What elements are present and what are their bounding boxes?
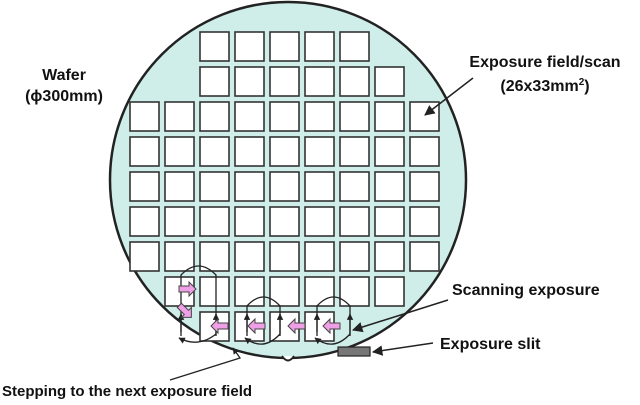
scanning-leader-arrow bbox=[351, 299, 449, 333]
step-arrow-icon bbox=[322, 317, 341, 335]
exposure-field bbox=[304, 171, 335, 202]
exposure-field bbox=[409, 136, 440, 167]
field-title: Exposure field/scan bbox=[469, 54, 620, 71]
exposure-field bbox=[304, 101, 335, 132]
exposure-field bbox=[339, 136, 370, 167]
scan-loop-arrow-icon bbox=[244, 296, 281, 345]
exposure-field bbox=[304, 136, 335, 167]
wafer-size: (ϕ300mm) bbox=[25, 88, 103, 105]
exposure-field bbox=[164, 241, 195, 272]
exposure-field bbox=[409, 206, 440, 237]
field-leader-arrow bbox=[424, 77, 474, 116]
step-arrow-icon bbox=[178, 280, 197, 298]
slit-label: Exposure slit bbox=[440, 336, 541, 353]
exposure-field bbox=[234, 136, 265, 167]
scanning-label: Scanning exposure bbox=[452, 282, 600, 299]
exposure-field bbox=[374, 206, 405, 237]
exposure-field bbox=[234, 66, 265, 97]
exposure-field bbox=[339, 101, 370, 132]
step-arrow-icon bbox=[176, 302, 192, 318]
exposure-field bbox=[199, 136, 230, 167]
exposure-field bbox=[304, 276, 335, 307]
exposure-field bbox=[199, 241, 230, 272]
scan-loop-arrow-icon bbox=[178, 265, 217, 344]
slit-leader-arrow bbox=[371, 342, 434, 356]
exposure-field bbox=[409, 171, 440, 202]
exposure-field bbox=[339, 206, 370, 237]
exposure-field bbox=[269, 66, 300, 97]
step-arrow-icon bbox=[287, 317, 306, 335]
exposure-field bbox=[129, 241, 160, 272]
exposure-field bbox=[234, 101, 265, 132]
exposure-field bbox=[129, 136, 160, 167]
field-size-sup: 2 bbox=[579, 77, 585, 88]
exposure-field bbox=[304, 31, 335, 62]
stepping-label: Stepping to the next exposure field bbox=[2, 383, 252, 400]
field-size-main: (26x33mm bbox=[500, 78, 578, 95]
step-arrow-icon bbox=[247, 317, 266, 335]
exposure-slit-icon bbox=[337, 346, 371, 357]
wafer-notch-icon bbox=[281, 355, 295, 362]
step-arrows bbox=[176, 280, 341, 335]
step-arrow-icon bbox=[210, 317, 229, 335]
exposure-field bbox=[374, 276, 405, 307]
scan-loop-arrows bbox=[177, 265, 354, 345]
exposure-field bbox=[234, 31, 265, 62]
exposure-field bbox=[129, 101, 160, 132]
exposure-field bbox=[269, 171, 300, 202]
scan-loop-arrow-icon bbox=[314, 296, 351, 345]
exposure-field bbox=[339, 171, 370, 202]
exposure-field bbox=[129, 171, 160, 202]
exposure-field bbox=[304, 241, 335, 272]
exposure-field bbox=[339, 241, 370, 272]
exposure-field bbox=[409, 101, 440, 132]
exposure-field bbox=[199, 66, 230, 97]
exposure-field bbox=[374, 171, 405, 202]
exposure-field bbox=[269, 206, 300, 237]
exposure-field bbox=[234, 171, 265, 202]
exposure-field bbox=[269, 101, 300, 132]
exposure-field bbox=[199, 276, 230, 307]
exposure-field bbox=[199, 31, 230, 62]
wafer-title: Wafer bbox=[42, 67, 86, 84]
exposure-field bbox=[374, 241, 405, 272]
exposure-field bbox=[164, 136, 195, 167]
exposure-field bbox=[304, 66, 335, 97]
field-size: (26x33mm2) bbox=[500, 77, 589, 95]
exposure-field bbox=[199, 171, 230, 202]
exposure-field bbox=[164, 206, 195, 237]
stepping-leader-arrow bbox=[169, 347, 242, 381]
exposure-field bbox=[339, 66, 370, 97]
exposure-field bbox=[234, 241, 265, 272]
exposure-field bbox=[374, 66, 405, 97]
exposure-field bbox=[129, 206, 160, 237]
exposure-field bbox=[199, 206, 230, 237]
exposure-field bbox=[269, 136, 300, 167]
exposure-field bbox=[269, 241, 300, 272]
exposure-field bbox=[164, 101, 195, 132]
field-size-close: ) bbox=[584, 78, 589, 95]
exposure-field bbox=[164, 171, 195, 202]
exposure-field bbox=[409, 241, 440, 272]
exposure-field bbox=[234, 276, 265, 307]
exposure-field bbox=[374, 101, 405, 132]
exposure-field bbox=[374, 136, 405, 167]
exposure-field bbox=[339, 31, 370, 62]
exposure-field bbox=[304, 206, 335, 237]
exposure-field bbox=[269, 31, 300, 62]
exposure-field bbox=[199, 101, 230, 132]
exposure-field bbox=[234, 206, 265, 237]
